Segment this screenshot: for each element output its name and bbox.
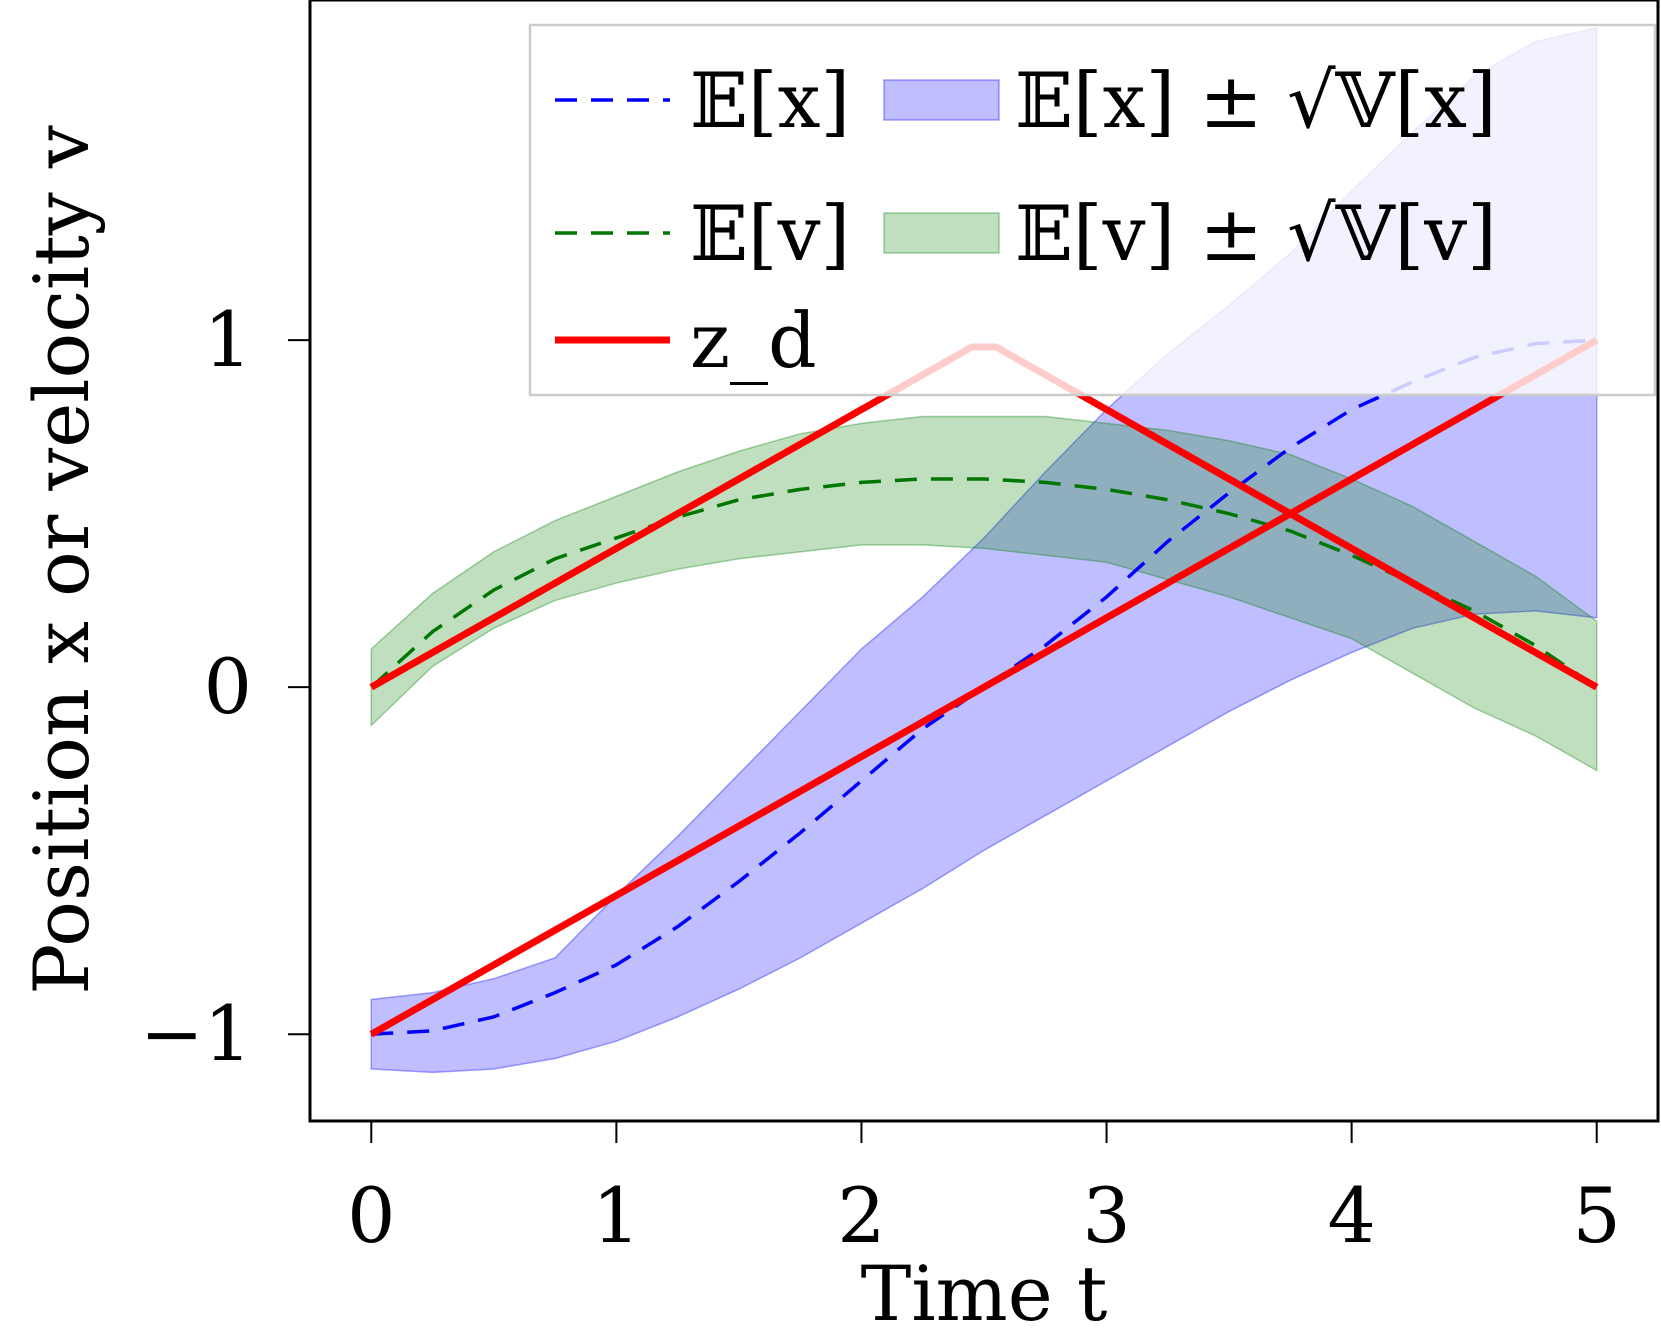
legend-handle-1 (883, 79, 1000, 121)
legend-handle-3 (883, 212, 1000, 254)
x-tick-label-5: 5 (1573, 1171, 1621, 1260)
axis-titles: Time t Position x or velocity v (17, 125, 1107, 1338)
series-line-5 (369, 337, 1599, 1038)
legend-label-4: z_d (690, 296, 817, 385)
plot-frame (308, 0, 1660, 1123)
y-axis-title: Position x or velocity v (17, 125, 106, 995)
x-tick-label-2: 2 (837, 1171, 885, 1260)
series-band-3 (370, 415, 1598, 772)
x-tick-label-1: 1 (592, 1171, 640, 1260)
legend-label-0: 𝔼[x] (690, 56, 850, 145)
legend-label-3: 𝔼[v] ± √𝕍[v] (1015, 189, 1497, 278)
legend-label-2: 𝔼[v] (690, 189, 850, 278)
x-tick-label-3: 3 (1082, 1171, 1130, 1260)
x-axis-title: Time t (861, 1249, 1108, 1338)
y-tick-label-2: 1 (204, 295, 252, 384)
legend-label-1: 𝔼[x] ± √𝕍[x] (1015, 56, 1497, 145)
x-tick-label-4: 4 (1327, 1171, 1375, 1260)
x-axis: 0 1 2 3 4 5 (347, 1121, 1621, 1260)
legend: 𝔼[x] 𝔼[x] ± √𝕍[x] 𝔼[v] 𝔼[v] ± √𝕍[v] z_d (528, 23, 1657, 397)
x-tick-label-0: 0 (347, 1171, 395, 1260)
y-tick-label-1: 0 (204, 642, 252, 731)
y-axis: −1 0 1 (140, 295, 310, 1078)
legend-box (528, 23, 1657, 397)
y-tick-label-0: −1 (140, 989, 252, 1078)
